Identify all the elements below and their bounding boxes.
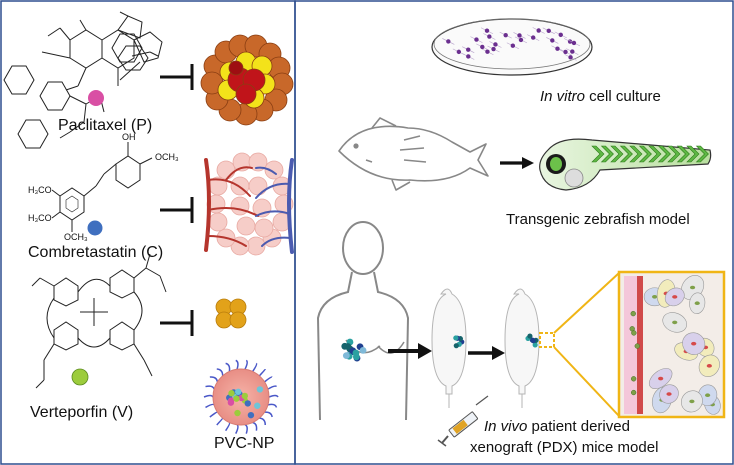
combretastatin-och3-bottom-label: OCH₃ <box>64 232 88 242</box>
arrow-icon <box>468 346 505 360</box>
paclitaxel-drug-dot-icon <box>88 90 104 106</box>
model-label-in-vivo: In vivo patient derived <box>484 418 630 435</box>
zoom-callout-icon <box>539 272 620 417</box>
verteporfin-structure-icon <box>31 253 167 389</box>
drug-label-verteporfin: Verteporfin (V) <box>30 404 134 421</box>
model-label-in-vivo-line2: xenograft (PDX) mice model <box>470 439 659 456</box>
tumor-cell-cluster-icon <box>200 34 294 126</box>
arrow-icon <box>388 343 432 359</box>
combretastatin-oh-label: OH <box>122 132 136 142</box>
nanoparticle-label: PVC-NP <box>214 435 275 452</box>
mouse-icon <box>431 288 467 408</box>
combretastatin-h3co-top-label: H₃CO <box>28 185 52 195</box>
transgenic-zebrafish-icon <box>539 138 712 191</box>
drug-label-paclitaxel: Paclitaxel (P) <box>58 117 153 134</box>
xenograft-tumor-icon <box>453 333 539 349</box>
syringe-icon <box>437 395 489 447</box>
mouse-icon <box>504 288 540 408</box>
drug-label-combretastatin: Combretastatin (C) <box>28 244 164 261</box>
patient-torso-icon <box>316 221 410 421</box>
petri-dish-icon <box>431 18 593 76</box>
pvc-nanoparticle-icon <box>203 359 279 434</box>
combretastatin-drug-dot-icon <box>87 220 103 236</box>
tumor-sample-icon <box>341 338 367 362</box>
tumor-vasculature-icon <box>204 152 294 256</box>
right-panel-frame <box>294 0 734 465</box>
arrow-icon <box>500 157 534 169</box>
yap-tead-complex-icon <box>215 298 247 329</box>
combretastatin-structure-icon <box>51 142 153 232</box>
verteporfin-drug-dot-icon <box>71 368 89 386</box>
model-label-in-vitro: In vitro cell culture <box>540 88 661 105</box>
combretastatin-och3-right-label: OCH₃ <box>155 152 179 162</box>
tumor-microenvironment-icon <box>617 270 726 419</box>
inhibition-symbol-icon <box>160 310 194 336</box>
inhibition-symbol-icon <box>160 64 194 90</box>
combretastatin-h3co-mid-label: H₃CO <box>28 213 52 223</box>
inhibition-symbol-icon <box>160 197 194 223</box>
model-label-zebrafish: Transgenic zebrafish model <box>506 211 690 228</box>
fish-icon <box>338 117 489 191</box>
paclitaxel-structure-icon <box>3 11 163 149</box>
